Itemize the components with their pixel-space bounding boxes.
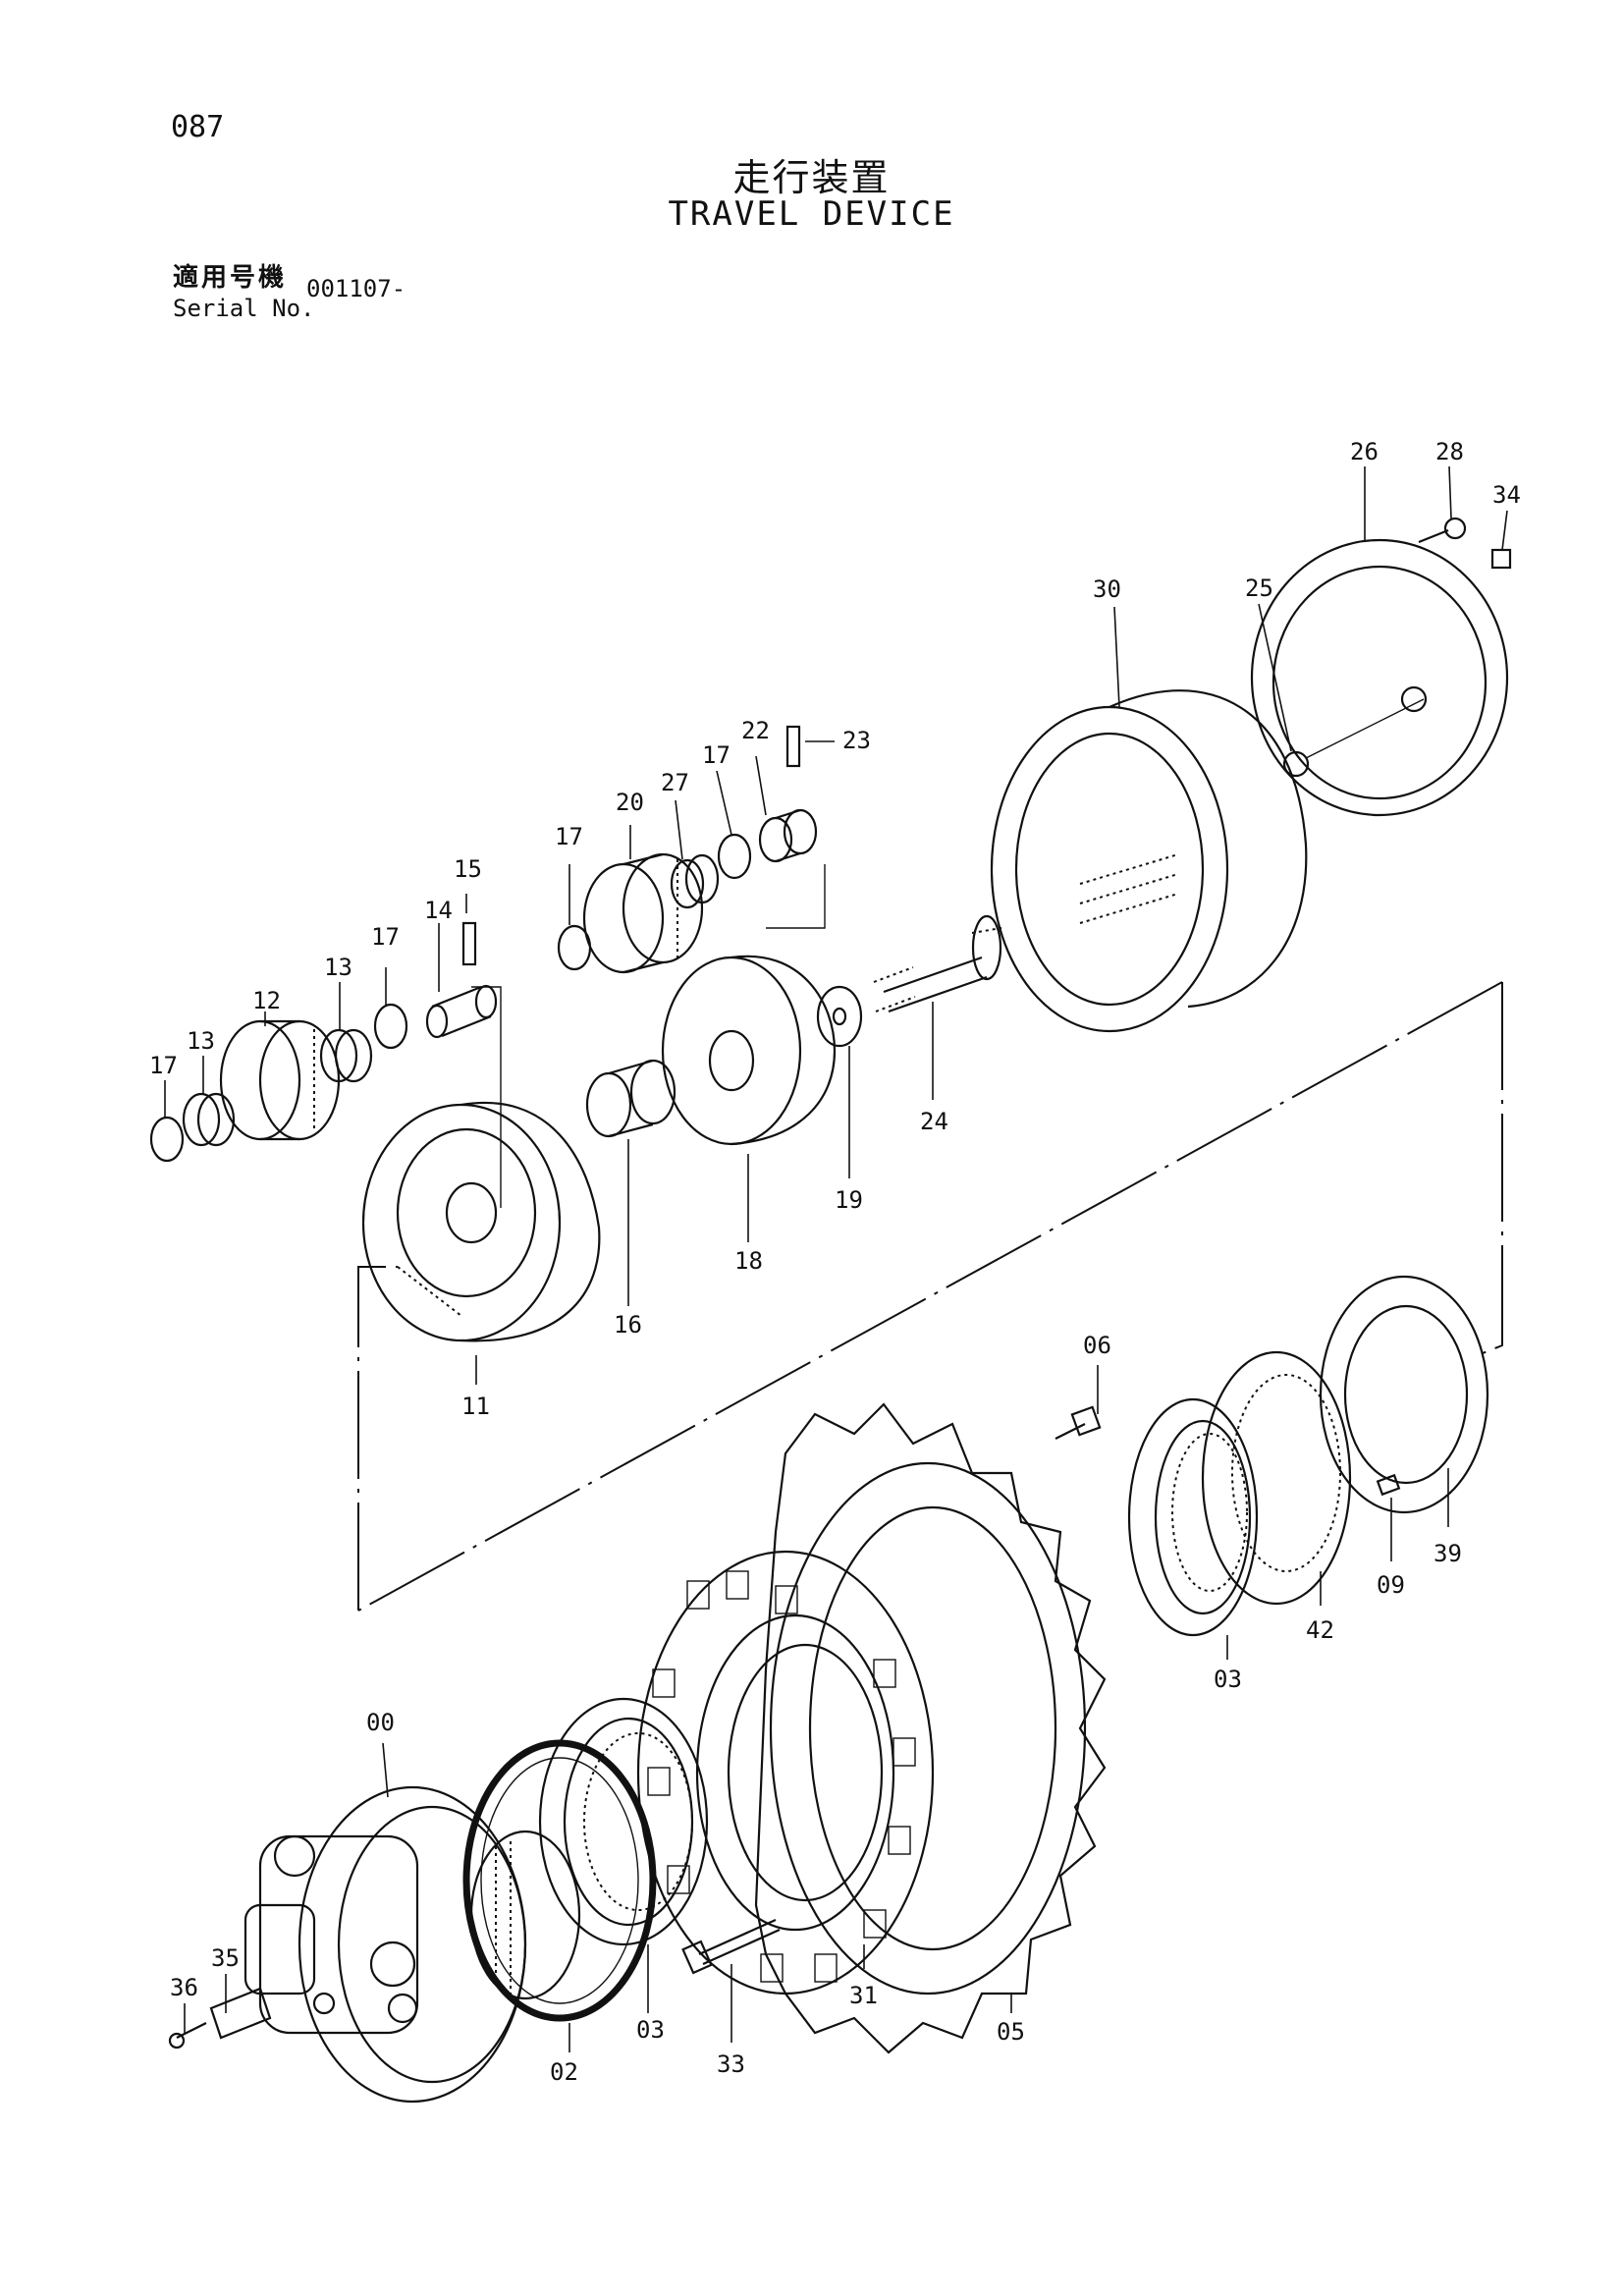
callout-27: 27 <box>661 769 689 796</box>
part-06-bolt <box>1055 1405 1102 1440</box>
part-42-ring-gear <box>1201 1350 1352 1606</box>
part-28-bolt <box>1418 517 1467 544</box>
callout-22: 22 <box>741 717 770 744</box>
part-13-needle-bearing-left <box>182 1092 236 1147</box>
part-17-thrust-washer-1 <box>149 1116 185 1163</box>
part-12-planet-gear <box>219 1019 341 1141</box>
part-34-plug <box>1490 548 1512 570</box>
page-title: TRAVEL DEVICE <box>668 194 955 234</box>
callout-13-right: 13 <box>324 954 352 981</box>
callout-17-c: 17 <box>555 823 583 850</box>
part-19-thrust-washer <box>816 985 863 1048</box>
part-15-pin <box>461 921 477 966</box>
callout-24: 24 <box>920 1108 948 1135</box>
callout-36: 36 <box>170 1974 198 2001</box>
serial-number-value: 001107- <box>306 275 406 302</box>
callout-17-d: 17 <box>702 741 730 769</box>
callout-17-b: 17 <box>371 923 400 951</box>
callout-35: 35 <box>211 1944 240 1972</box>
part-09-pin <box>1376 1473 1401 1497</box>
part-17-thrust-washer-4 <box>717 833 752 880</box>
serial-label-japanese: 適用号機 <box>173 263 288 293</box>
callout-26: 26 <box>1350 438 1379 465</box>
part-11-carrier <box>361 1102 601 1342</box>
part-23-pin <box>785 725 801 768</box>
part-17-thrust-washer-2 <box>373 1003 408 1050</box>
part-27-needle-bearing <box>670 853 720 909</box>
leader-lines <box>164 465 1508 2052</box>
part-22-collar <box>758 808 818 863</box>
part-03-bearing-lower <box>538 1697 709 1946</box>
part-02-floating-seal <box>462 1739 657 2022</box>
callout-06: 06 <box>1083 1332 1111 1359</box>
callout-02: 02 <box>550 2058 578 2086</box>
callout-03-lower: 03 <box>636 2016 665 2044</box>
part-03-bearing-upper <box>1127 1397 1259 1637</box>
part-39-cover <box>1319 1275 1489 1514</box>
callout-33: 33 <box>717 2050 745 2078</box>
part-33-bolt <box>681 1918 781 1975</box>
part-17-thrust-washer-3 <box>557 924 592 971</box>
callout-34: 34 <box>1492 481 1521 509</box>
serial-label: Serial No. <box>173 295 315 322</box>
part-30-ring-gear-housing <box>990 689 1308 1033</box>
part-18-carrier <box>661 955 837 1146</box>
callout-17-a: 17 <box>149 1052 178 1079</box>
callout-11: 11 <box>461 1393 490 1420</box>
callout-18: 18 <box>734 1247 763 1275</box>
part-26-cover <box>1250 538 1509 817</box>
callout-30: 30 <box>1093 575 1121 603</box>
callout-19: 19 <box>835 1186 863 1214</box>
callout-12: 12 <box>252 987 281 1014</box>
callout-00: 00 <box>366 1709 395 1736</box>
part-00-travel-motor <box>243 1785 581 2104</box>
page-number: 087 <box>171 110 225 144</box>
callout-23: 23 <box>842 727 871 754</box>
callout-09: 09 <box>1377 1571 1405 1599</box>
callout-15: 15 <box>454 855 482 883</box>
page-title-japanese: 走行装置 <box>732 156 891 199</box>
callout-20: 20 <box>616 789 644 816</box>
callout-labels: 00 02 03 03 05 06 09 11 12 13 13 14 15 1… <box>149 438 1521 2086</box>
callout-39: 39 <box>1434 1540 1462 1567</box>
part-13-needle-bearing-right <box>319 1028 373 1083</box>
callout-16: 16 <box>614 1311 642 1339</box>
callout-28: 28 <box>1435 438 1464 465</box>
part-16-sun-gear <box>585 1059 676 1138</box>
callout-25: 25 <box>1245 574 1273 602</box>
callout-05: 05 <box>997 2018 1025 2046</box>
callout-14: 14 <box>424 897 453 924</box>
part-36-screw <box>168 2022 207 2050</box>
part-05-sprocket <box>754 1402 1107 2054</box>
part-35-cover <box>209 1987 272 2040</box>
callout-13-left: 13 <box>187 1027 215 1055</box>
part-20-planet-gear <box>582 852 704 974</box>
part-24-propeller-shaft <box>873 914 1002 1013</box>
callout-03-upper: 03 <box>1214 1666 1242 1693</box>
callout-42: 42 <box>1306 1616 1334 1644</box>
part-14-shaft <box>425 984 498 1039</box>
callout-31: 31 <box>849 1982 878 2009</box>
